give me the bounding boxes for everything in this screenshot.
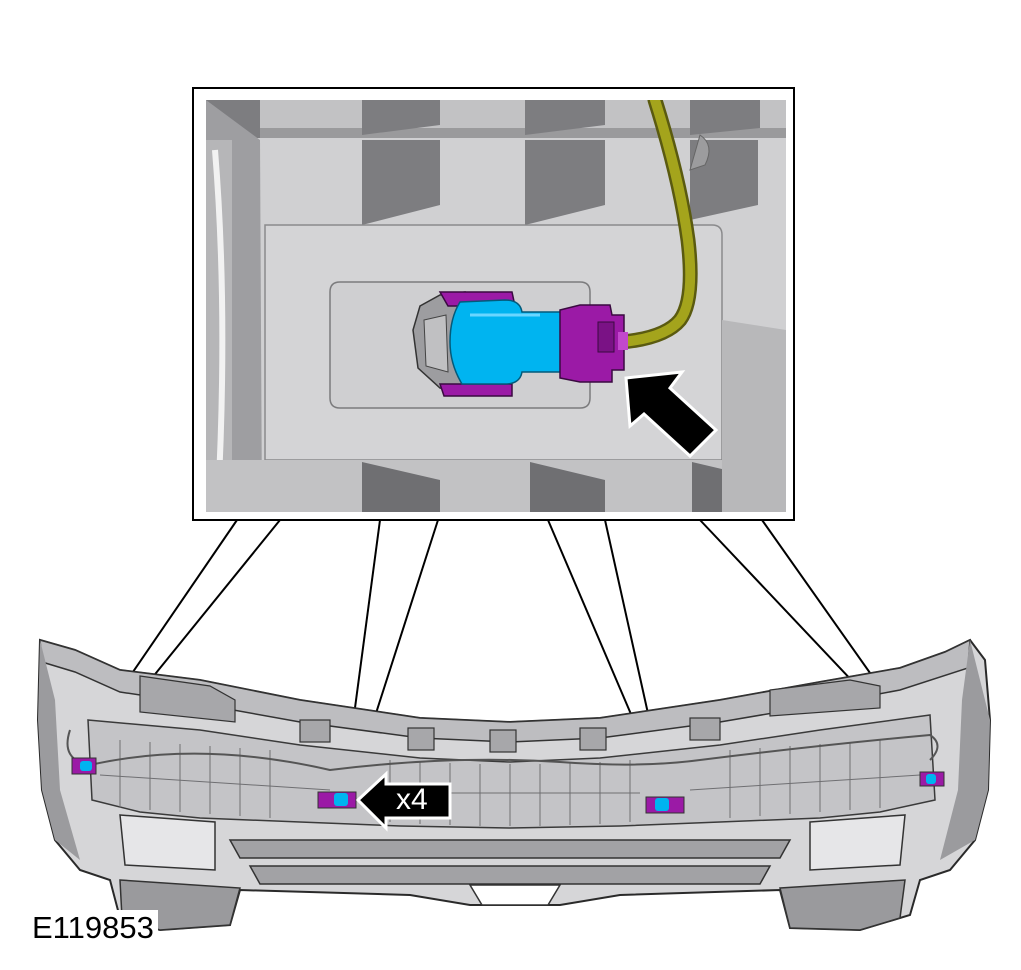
parking-sensor-left-inner bbox=[317, 791, 357, 809]
sensor-mount bbox=[412, 291, 466, 393]
detail-inset bbox=[192, 87, 795, 521]
arrow-left-icon bbox=[355, 770, 452, 832]
quantity-label: x4 bbox=[396, 783, 428, 816]
parking-sensor-right-inner bbox=[645, 796, 685, 814]
sensor-body bbox=[449, 299, 563, 385]
arrow-up-left-icon bbox=[624, 370, 719, 459]
quantity-callout: x4 bbox=[355, 770, 452, 832]
parking-sensor-right-outer bbox=[919, 771, 945, 787]
bumper-assembly bbox=[36, 638, 992, 932]
figure-id-label: E119853 bbox=[28, 910, 158, 946]
bumper-harness bbox=[66, 729, 939, 772]
parking-sensor-left-outer bbox=[71, 757, 97, 775]
sensor-connector bbox=[559, 304, 628, 383]
leader-lines bbox=[84, 519, 936, 791]
